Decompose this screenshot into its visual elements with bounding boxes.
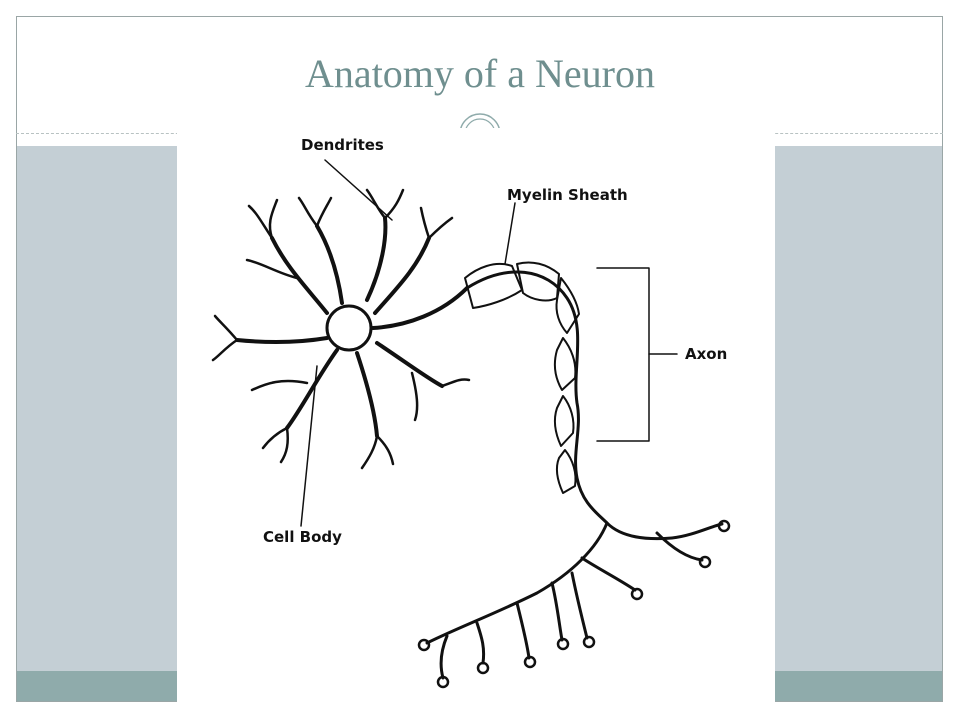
label-leaders bbox=[300, 159, 678, 527]
label-myelin-sheath: Myelin Sheath bbox=[507, 186, 628, 204]
neuron-illustration: Dendrites Myelin Sheath Axon Cell Body bbox=[211, 136, 731, 689]
label-axon: Axon bbox=[685, 345, 727, 363]
dendrite-branches bbox=[211, 188, 471, 470]
axon-terminals bbox=[425, 521, 724, 680]
dendrites bbox=[235, 216, 444, 438]
terminal-boutons bbox=[417, 519, 731, 689]
nucleus bbox=[325, 304, 373, 352]
label-cell-body: Cell Body bbox=[263, 528, 342, 546]
axon-core bbox=[465, 270, 609, 525]
myelin-sheath bbox=[464, 261, 580, 494]
neuron-diagram: Dendrites Myelin Sheath Axon Cell Body bbox=[177, 128, 775, 720]
label-dendrites: Dendrites bbox=[301, 136, 384, 154]
axon-hillock bbox=[371, 286, 469, 330]
slide-title: Anatomy of a Neuron bbox=[305, 51, 655, 96]
